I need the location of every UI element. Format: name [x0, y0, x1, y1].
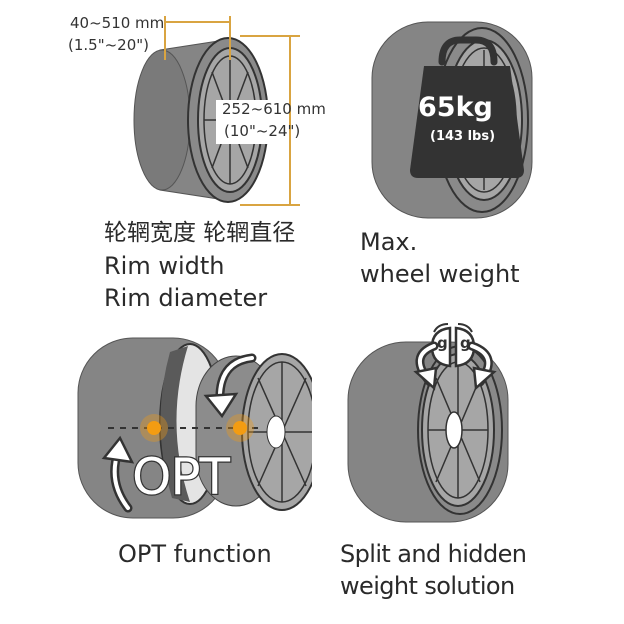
- split-weight-caption-line1: Split and hidden: [340, 540, 527, 568]
- tire-mark-dot: [147, 421, 161, 435]
- rotate-arrow-tire-icon: [101, 435, 135, 513]
- split-arrow-left-icon: [413, 341, 439, 391]
- hub-hole: [266, 415, 286, 449]
- rim-width-dimension: [164, 16, 231, 60]
- weight-letter-left: g: [437, 334, 448, 352]
- max-weight-wheel-illustration: [371, 21, 533, 219]
- opt-overlay-text: OPT: [131, 448, 232, 506]
- weight-icon: [410, 36, 524, 178]
- rim-width-inches: (1.5"~20"): [68, 36, 150, 54]
- opt-wheel-illustration: [77, 337, 312, 519]
- split-weight-caption-line2: weight solution: [340, 572, 515, 600]
- rim-size-panel: 40~510 mm (1.5"~20") 252~610 mm (10"~24"…: [0, 0, 326, 312]
- rim-width-range: 40~510 mm: [70, 14, 165, 32]
- opt-panel: OPT OPT function: [0, 312, 312, 624]
- rim-diameter-inches: (10"~24"): [224, 122, 301, 140]
- rim-size-wheel-illustration: [133, 16, 312, 206]
- split-arrow-right-icon: [467, 341, 497, 391]
- max-weight-caption-line1: Max.: [360, 228, 418, 256]
- max-weight-caption-line2: wheel weight: [360, 260, 520, 288]
- max-weight-kg: 65kg: [418, 92, 493, 123]
- rim-diameter-caption: Rim diameter: [104, 284, 268, 312]
- rim-caption-chinese: 轮辋宽度 轮辋直径: [104, 220, 296, 246]
- hub-hole: [445, 411, 463, 449]
- rotate-arrow-rim-icon: [203, 353, 257, 419]
- tire-inner-shadow: [160, 346, 190, 502]
- rim-width-caption: Rim width: [104, 252, 225, 280]
- opt-caption: OPT function: [118, 540, 272, 568]
- split-weight-right-icon: [454, 323, 476, 368]
- split-weight-wheel-illustration: [347, 323, 509, 523]
- rim-diameter-dimension: [240, 35, 300, 206]
- max-weight-panel: 65kg (143 lbs) Max. wheel weight: [312, 0, 624, 312]
- rim-diameter-range: 252~610 mm: [222, 100, 326, 118]
- weight-letter-right: g: [460, 334, 471, 352]
- rim-mark-dot: [233, 421, 247, 435]
- split-weight-panel: g g Split and hidden weight solution: [312, 312, 624, 624]
- tire-back: [133, 49, 191, 191]
- max-weight-lbs: (143 lbs): [430, 129, 496, 144]
